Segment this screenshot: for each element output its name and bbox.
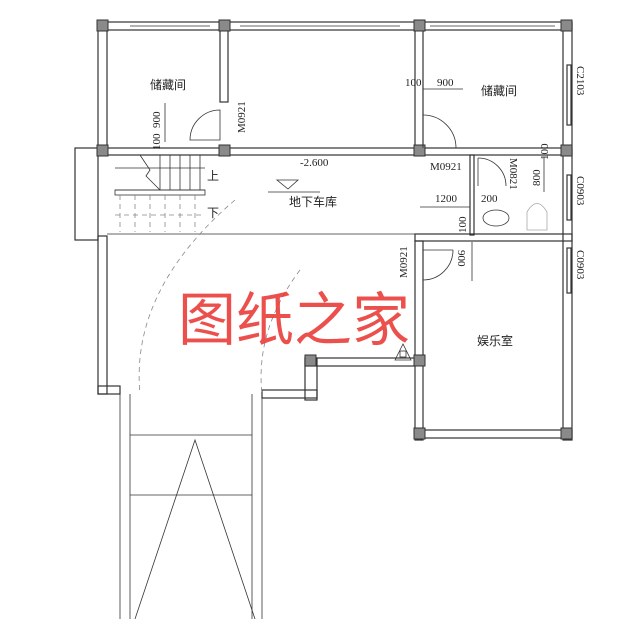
dimension-label: 100 — [539, 143, 551, 160]
dimension-label: 800 — [531, 169, 543, 186]
elevation-label: -2.600 — [300, 157, 329, 169]
door-label: M0921 — [398, 246, 410, 278]
sink-icon — [482, 209, 510, 227]
room-entertainment: 娱乐室 — [477, 333, 513, 348]
stair-down-label: 下 — [207, 206, 219, 220]
elevation-marker: -2.600 — [268, 157, 329, 193]
fixtures — [482, 203, 548, 231]
stairs: 上 下 — [114, 154, 219, 232]
window-label: C0903 — [574, 176, 586, 206]
doors — [189, 109, 507, 361]
dimensions: 900 100 100 900 1200 200 800 100 100 900 — [151, 77, 551, 281]
window-label: C2103 — [574, 66, 586, 96]
room-storage-left: 储藏间 — [150, 77, 186, 92]
door-label: M0921 — [236, 101, 248, 133]
dimension-label: 900 — [437, 77, 454, 89]
door-label: M0921 — [430, 161, 462, 173]
dimension-label: 100 — [151, 133, 163, 150]
room-labels: 储藏间 储藏间 地下车库 娱乐室 — [150, 77, 517, 348]
dimension-label: 1200 — [435, 193, 458, 205]
toilet-icon — [526, 203, 548, 231]
dimension-label: 200 — [481, 193, 498, 205]
stair-up-label: 上 — [207, 169, 219, 183]
dimension-label: 900 — [151, 111, 163, 128]
room-garage: 地下车库 — [289, 194, 337, 209]
door-labels: M0921 M0921 M0821 M0921 — [236, 101, 519, 278]
ramp — [119, 199, 301, 619]
columns — [96, 19, 573, 440]
window-label: C0903 — [574, 250, 586, 280]
watermark: 图纸之家 — [178, 286, 410, 354]
window-labels: C2103 C0903 C0903 — [574, 66, 586, 280]
dimension-label: 100 — [457, 216, 469, 233]
dimension-label: 100 — [405, 77, 422, 89]
door-label: M0821 — [507, 158, 519, 190]
room-storage-right: 储藏间 — [481, 83, 517, 98]
dimension-label: 900 — [455, 250, 467, 267]
